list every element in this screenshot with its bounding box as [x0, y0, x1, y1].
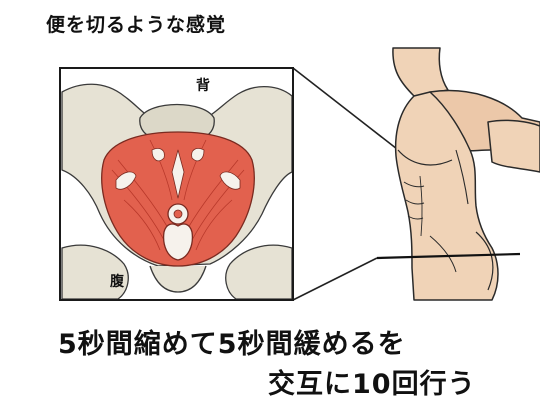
connector-line-top	[292, 67, 407, 157]
connector-line-bottom	[292, 257, 378, 301]
label-back: 背	[196, 77, 210, 94]
pubic-arch	[149, 265, 207, 293]
pelvis-view: 背 腹	[61, 77, 292, 299]
instruction-line-2: 交互に10回行う	[268, 369, 476, 400]
instruction-line-1: 5秒間縮めて5秒間緩めるを	[58, 329, 406, 360]
pelvic-floor-level-line	[376, 252, 521, 260]
pelvic-floor-muscle	[101, 131, 255, 267]
page-title: 便を切るような感覚	[46, 14, 227, 36]
urogenital-opening	[162, 223, 194, 261]
ischium-right	[225, 244, 292, 299]
torso-figure	[392, 47, 540, 301]
label-belly: 腹	[110, 273, 125, 290]
ischium-left	[61, 244, 129, 299]
